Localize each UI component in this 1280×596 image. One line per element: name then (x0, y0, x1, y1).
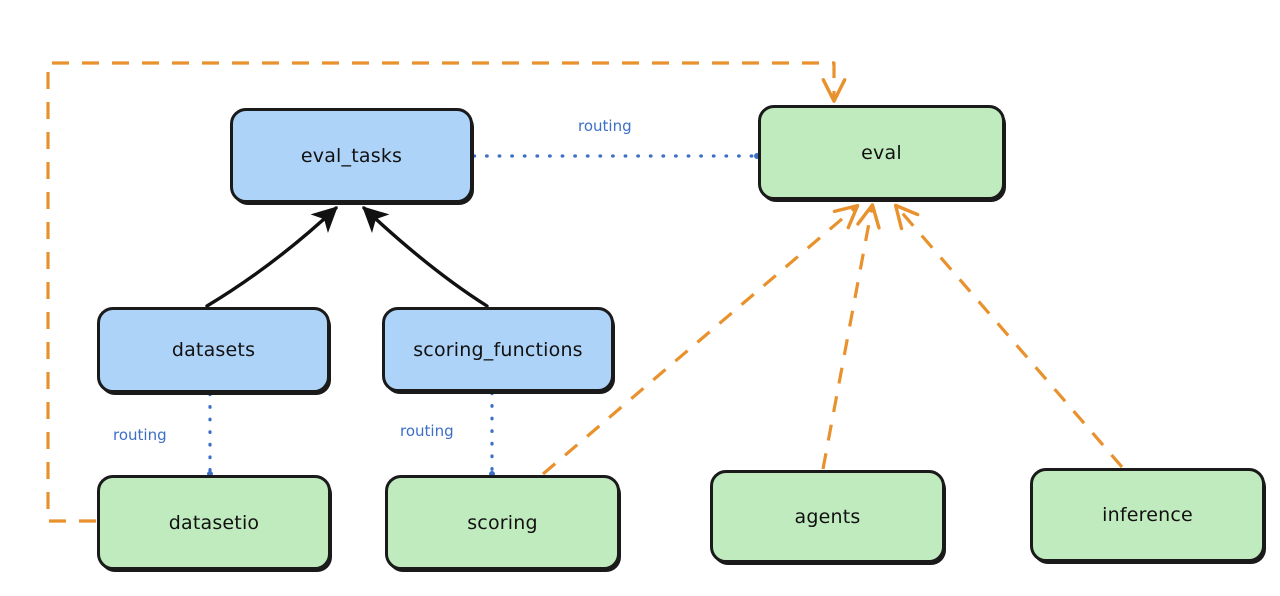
node-label-scoring-functions: scoring_functions (413, 338, 583, 361)
node-scoring-functions[interactable]: scoring_functions (382, 307, 614, 392)
node-label-datasetio: datasetio (168, 511, 260, 534)
edge-inference-to-eval (893, 203, 1124, 469)
edge-label-routing-datasets-datasetio: routing (113, 426, 167, 444)
node-agents[interactable]: agents (710, 470, 945, 563)
node-scoring[interactable]: scoring (385, 475, 620, 570)
node-label-eval-tasks: eval_tasks (300, 144, 403, 167)
node-label-agents: agents (794, 505, 861, 528)
node-eval[interactable]: eval (758, 105, 1005, 200)
node-label-datasets: datasets (171, 339, 256, 361)
edge-scoring-to-eval (541, 203, 860, 476)
node-label-eval: eval (861, 141, 902, 164)
edge-datasetio-to-eval (46, 61, 847, 523)
node-datasets[interactable]: datasets (97, 307, 330, 393)
edge-label-routing-scoring-functions-scoring: routing (400, 422, 454, 440)
node-inference[interactable]: inference (1030, 468, 1265, 562)
edge-label-routing-eval-tasks-eval: routing (578, 117, 632, 135)
edge-datasets-to-eval-tasks (205, 206, 338, 308)
edge-agents-to-eval (821, 203, 881, 470)
node-label-inference: inference (1102, 504, 1193, 526)
edge-scoring-functions-to-eval-tasks (362, 206, 489, 308)
node-datasetio[interactable]: datasetio (97, 475, 331, 570)
node-label-scoring: scoring (467, 511, 538, 534)
node-eval-tasks[interactable]: eval_tasks (230, 108, 473, 203)
